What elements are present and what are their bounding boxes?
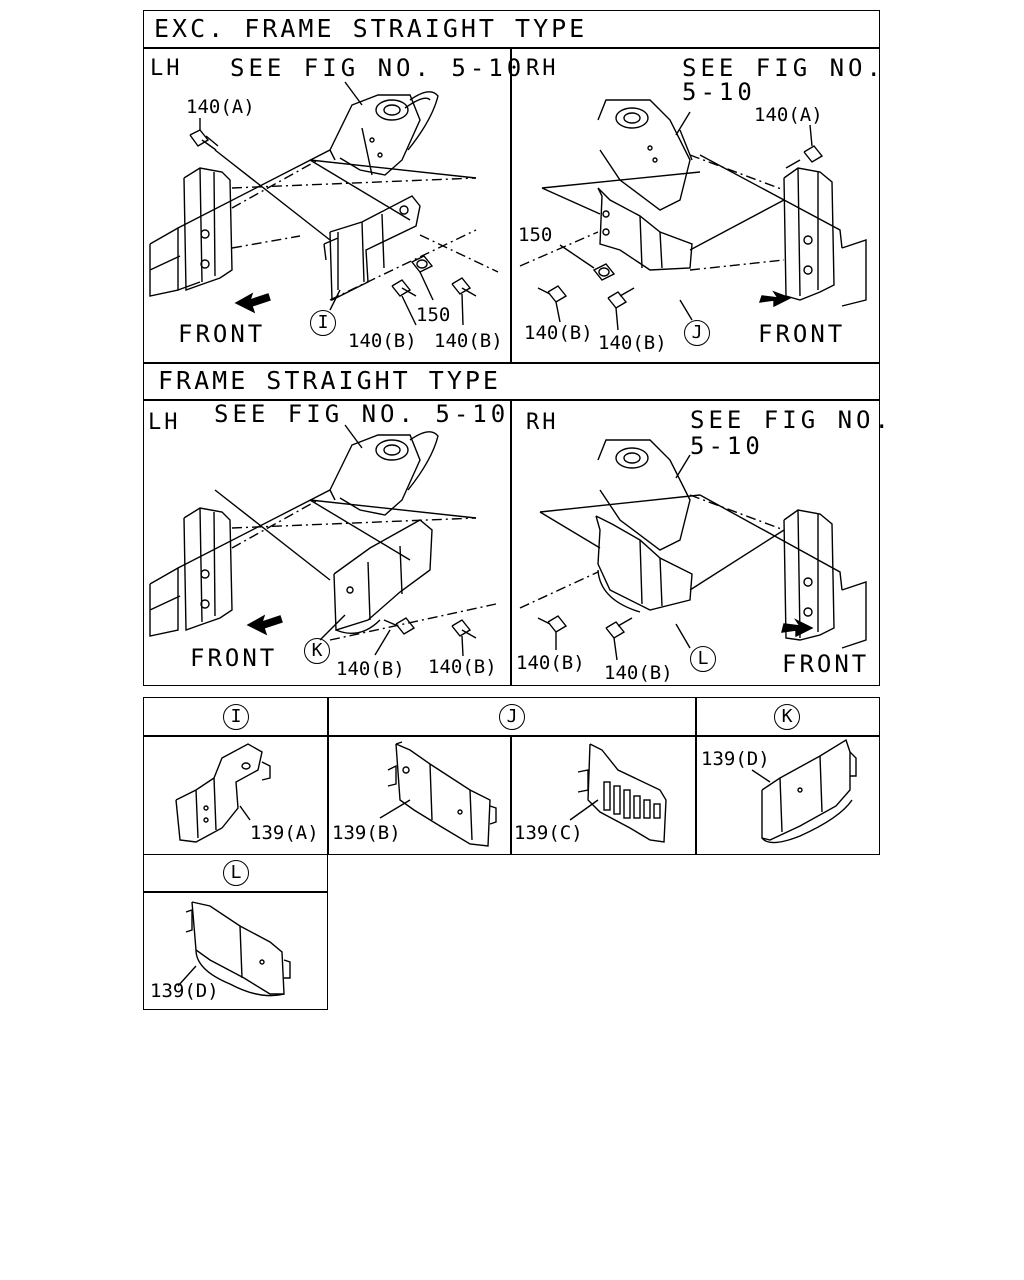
part-label-139a: 139(A) xyxy=(250,822,319,844)
see-fig-label: SEE FIG NO. 5-10 xyxy=(230,54,526,82)
callout-150: 150 xyxy=(416,304,451,326)
letter-callout-i: I xyxy=(310,310,336,336)
letter-callout-l: L xyxy=(690,646,716,672)
callout-140b: 140(B) xyxy=(434,330,503,352)
see-fig-label: SEE FIG NO. 5-10 xyxy=(214,400,510,428)
see-fig-number: 5-10 xyxy=(690,432,764,460)
part-139d-sketch xyxy=(751,738,857,844)
part-label-139b: 139(B) xyxy=(332,822,401,844)
see-fig-number: 5-10 xyxy=(682,78,756,106)
frame-lh-drawing xyxy=(149,424,497,657)
exc-lh-drawing xyxy=(149,81,499,326)
exc-rh-drawing xyxy=(519,99,867,331)
side-label-rh: RH xyxy=(526,410,559,435)
part-139d-l-sketch xyxy=(177,901,291,997)
legend-column-divider xyxy=(510,735,512,855)
callout-140b: 140(B) xyxy=(428,656,497,678)
part-label-139d: 139(D) xyxy=(701,748,770,770)
part-139b-sketch xyxy=(379,741,497,847)
part-label-139c: 139(C) xyxy=(514,822,583,844)
callout-140b: 140(B) xyxy=(604,662,673,684)
part-label-139d: 139(D) xyxy=(150,980,219,1002)
column-divider xyxy=(510,399,512,686)
callout-140b: 140(B) xyxy=(524,322,593,344)
front-label: FRONT xyxy=(758,320,846,348)
front-label: FRONT xyxy=(782,650,870,678)
section-title-exc-frame: EXC. FRAME STRAIGHT TYPE xyxy=(154,14,588,43)
callout-150: 150 xyxy=(518,224,553,246)
part-139a-sketch xyxy=(175,743,271,843)
section-title-frame: FRAME STRAIGHT TYPE xyxy=(158,366,501,395)
callout-140b: 140(B) xyxy=(348,330,417,352)
frame-rh-drawing xyxy=(519,439,867,661)
legend-column-divider xyxy=(695,697,697,855)
see-fig-label: SEE FIG NO. xyxy=(682,54,885,82)
callout-140b: 140(B) xyxy=(598,332,667,354)
letter-callout-k: K xyxy=(304,638,330,664)
callout-140a: 140(A) xyxy=(754,104,823,126)
side-label-lh: LH xyxy=(150,56,183,81)
legend-header-divider xyxy=(143,735,880,737)
callout-140b: 140(B) xyxy=(336,658,405,680)
side-label-lh: LH xyxy=(148,410,181,435)
callout-140a: 140(A) xyxy=(186,96,255,118)
front-label: FRONT xyxy=(178,320,266,348)
legend-table-l xyxy=(143,854,328,1010)
see-fig-label: SEE FIG NO. xyxy=(690,406,893,434)
section-divider xyxy=(143,47,880,49)
callout-140b: 140(B) xyxy=(516,652,585,674)
letter-callout-j: J xyxy=(684,320,710,346)
legend-column-divider xyxy=(327,697,329,855)
legend-header-divider xyxy=(143,891,328,893)
legend-header-l: L xyxy=(223,860,249,886)
legend-header-i: I xyxy=(223,704,249,730)
diagram-outer-frame xyxy=(143,10,880,686)
front-label: FRONT xyxy=(190,644,278,672)
legend-header-k: K xyxy=(774,704,800,730)
part-139c-sketch xyxy=(569,743,667,843)
side-label-rh: RH xyxy=(526,56,559,81)
legend-header-j: J xyxy=(499,704,525,730)
section-divider xyxy=(143,362,880,364)
column-divider xyxy=(510,47,512,362)
legend-table xyxy=(143,697,880,855)
section-divider xyxy=(143,399,880,401)
